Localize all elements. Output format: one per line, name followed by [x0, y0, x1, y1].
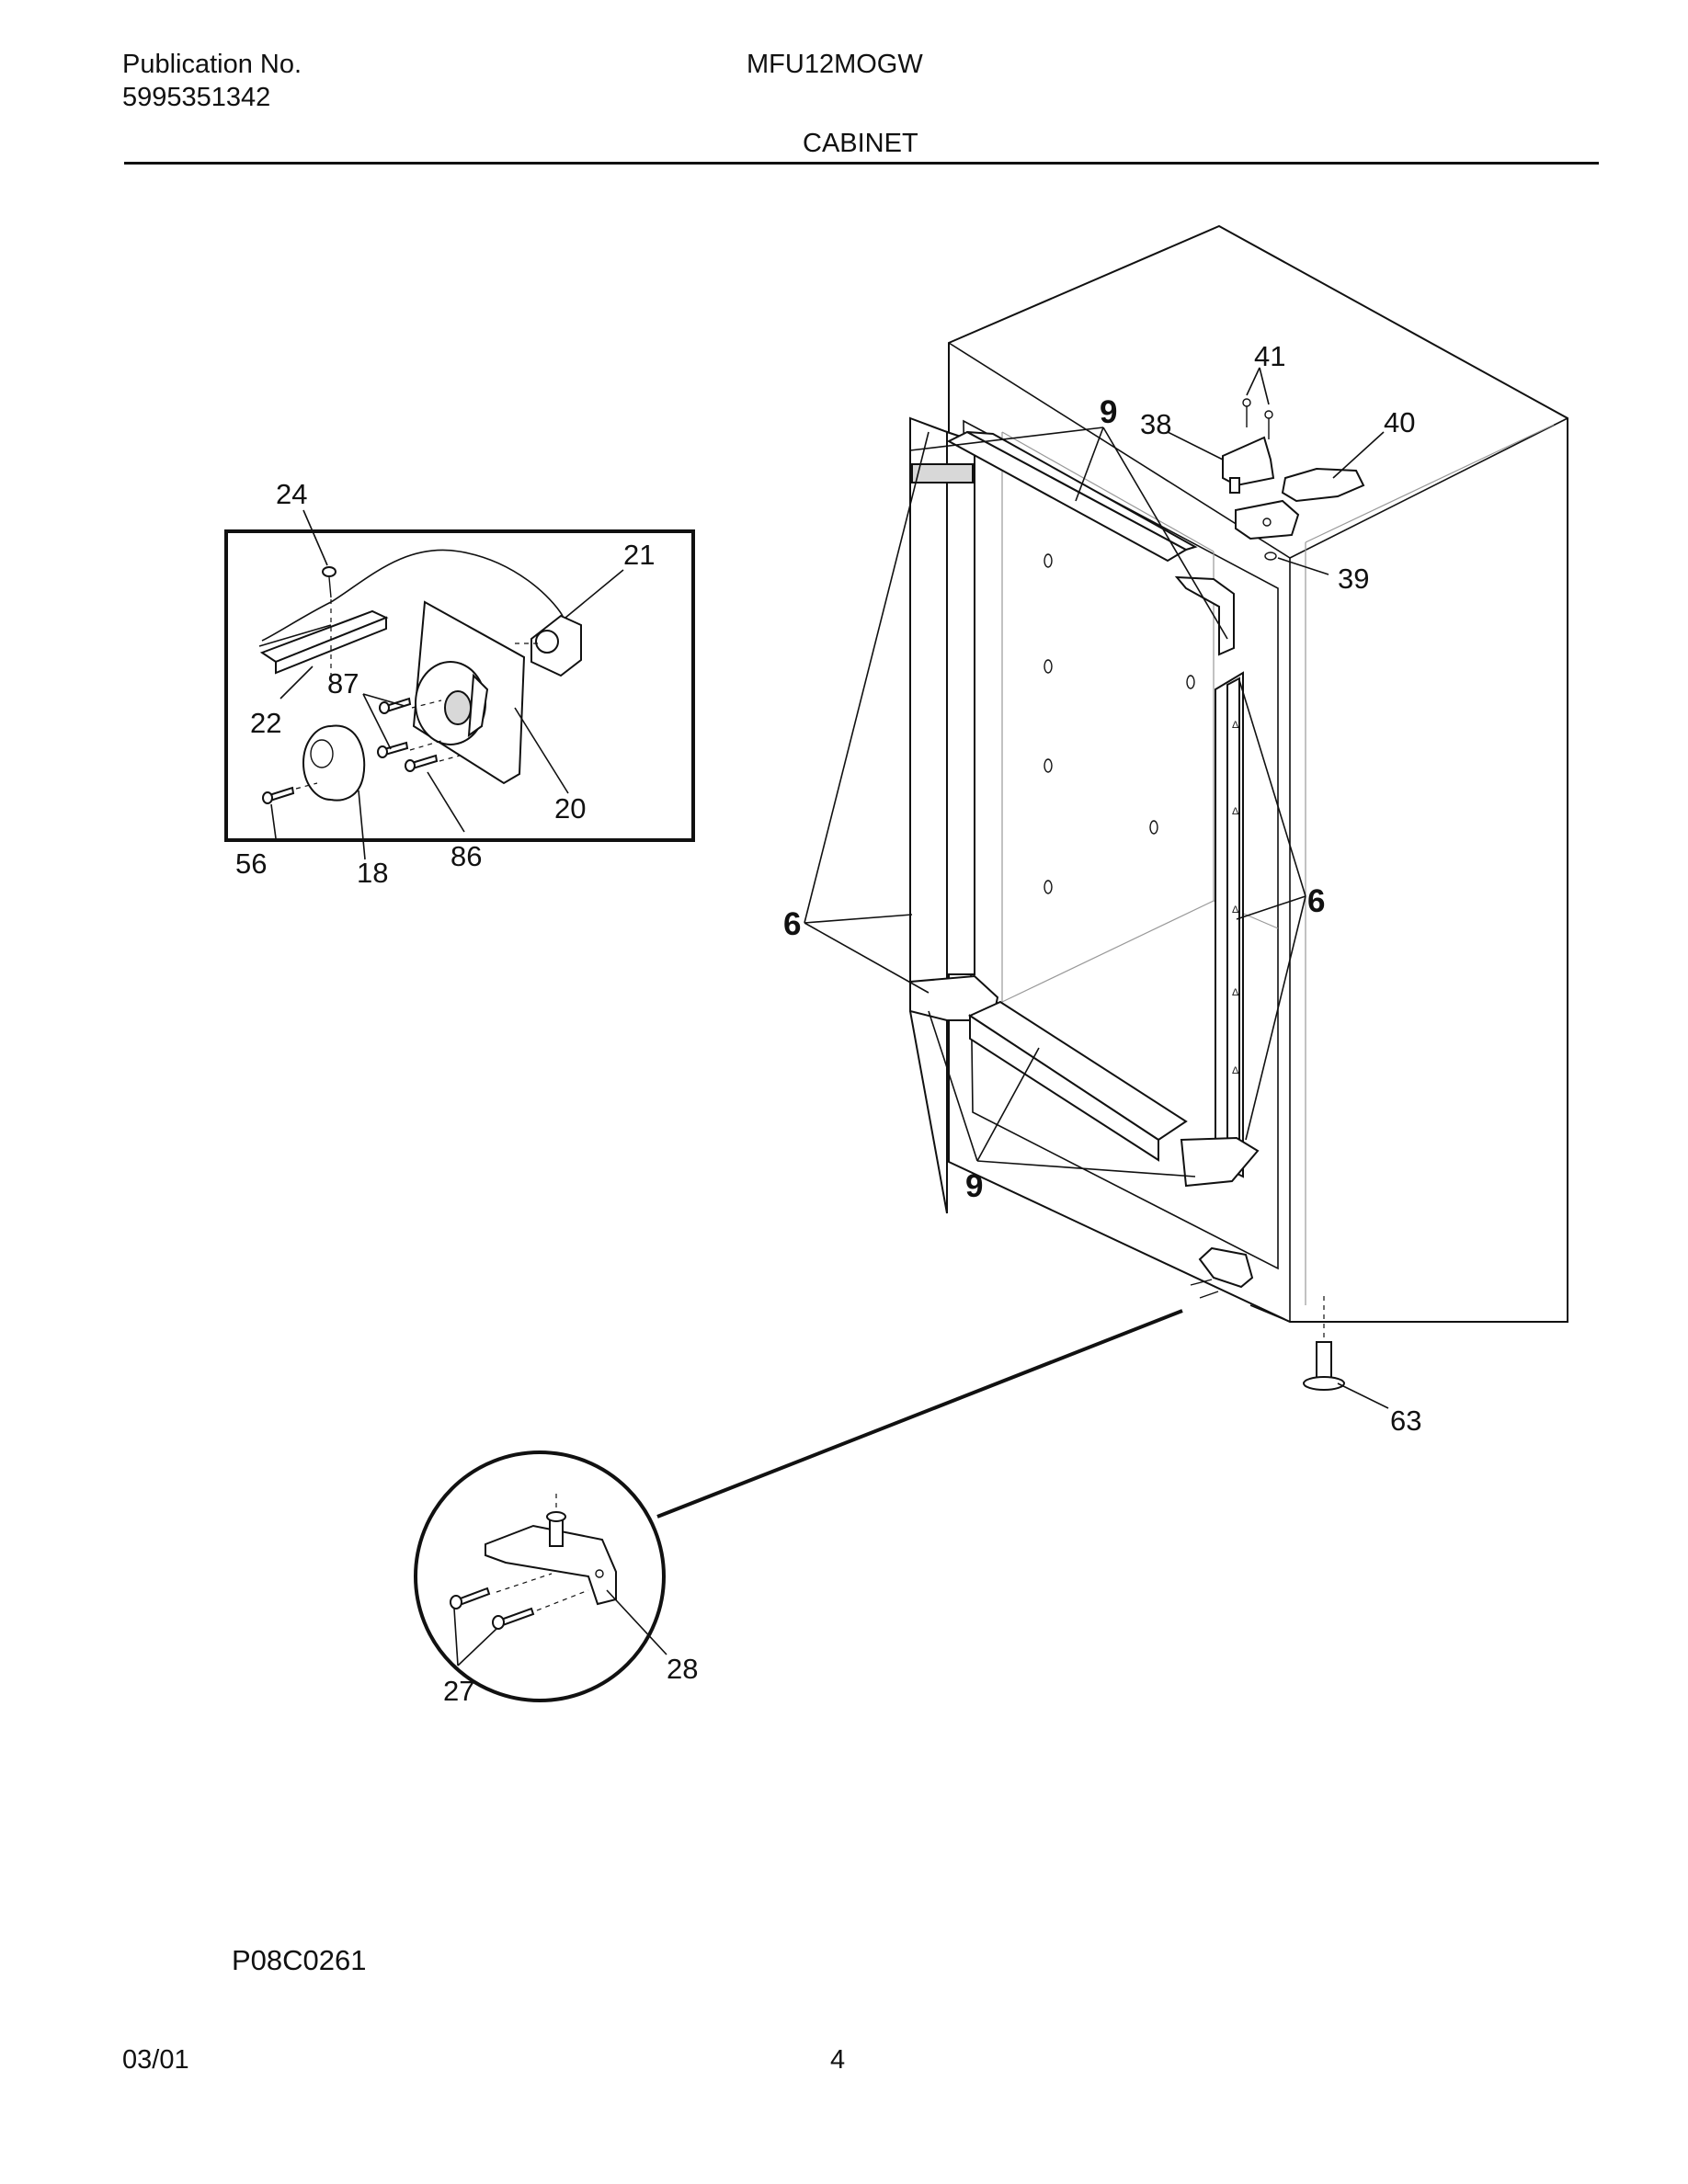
callout-6-left: 6 [783, 906, 801, 942]
publication-label: Publication No. [122, 50, 302, 79]
model-number: MFU12MOGW [747, 50, 923, 79]
callout-21: 21 [623, 539, 655, 571]
lower-hinge-small [1190, 1246, 1254, 1299]
hinge-detail-circle [414, 1450, 666, 1702]
header-rule [124, 162, 1599, 165]
leveling-leg [1303, 1296, 1345, 1391]
callout-86: 86 [451, 840, 482, 872]
figure-code: P08C0261 [232, 1944, 367, 1976]
section-title: CABINET [803, 129, 918, 158]
callout-63: 63 [1390, 1405, 1421, 1437]
thermostat-parts [258, 549, 582, 804]
callout-9-top: 9 [1100, 394, 1117, 430]
callout-20: 20 [554, 792, 586, 825]
callout-numbers: 24 21 87 22 20 56 18 86 41 9 38 40 39 6 … [235, 340, 1421, 1707]
footer-page-number: 4 [830, 2045, 846, 2075]
upper-hinge-assembly [1222, 398, 1365, 561]
svg-text:Δ: Δ [1232, 1065, 1239, 1076]
svg-text:Δ: Δ [1232, 987, 1239, 998]
callout-6-right: 6 [1307, 883, 1325, 919]
callout-56: 56 [235, 847, 267, 880]
callout-leaders [270, 367, 1389, 1666]
svg-text:Δ: Δ [1232, 720, 1239, 731]
callout-18: 18 [357, 857, 388, 889]
callout-38: 38 [1140, 408, 1171, 440]
callout-87: 87 [327, 667, 359, 700]
callout-27: 27 [443, 1675, 474, 1707]
callout-24: 24 [276, 478, 307, 510]
callout-39: 39 [1338, 563, 1369, 595]
callout-28: 28 [667, 1653, 698, 1685]
breaker-trim-strips: Δ Δ Δ Δ Δ [909, 416, 1260, 1214]
svg-text:Δ: Δ [1232, 806, 1239, 817]
publication-number: 5995351342 [122, 83, 271, 112]
callout-41: 41 [1254, 340, 1285, 372]
svg-text:Δ: Δ [1232, 904, 1239, 916]
callout-22: 22 [250, 707, 281, 739]
cabinet-body [948, 224, 1568, 1323]
callout-9-bottom: 9 [965, 1168, 983, 1204]
footer-date: 03/01 [122, 2045, 189, 2075]
callout-40: 40 [1384, 406, 1415, 438]
